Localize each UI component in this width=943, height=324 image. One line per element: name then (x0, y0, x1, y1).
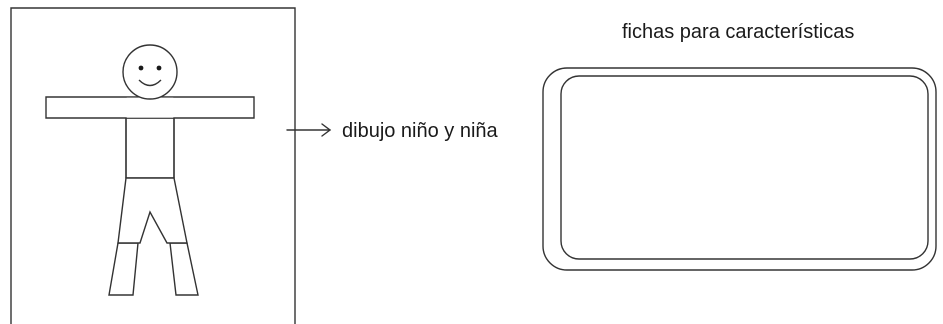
arrow (286, 123, 332, 137)
shorts (117, 177, 188, 244)
left-leg (108, 242, 139, 296)
left-eye (138, 65, 144, 71)
drawing-frame (10, 7, 296, 324)
arrow-caption: dibujo niño y niña (342, 120, 499, 142)
smile (138, 79, 162, 87)
head (122, 44, 178, 100)
right-eye (156, 65, 162, 71)
torso (125, 117, 175, 179)
cards-title: fichas para características (622, 21, 854, 43)
card-inner-border (560, 75, 929, 260)
card-outer-border (542, 67, 937, 271)
right-leg (169, 242, 199, 296)
child-figure (45, 44, 255, 296)
characteristics-card (542, 67, 937, 271)
